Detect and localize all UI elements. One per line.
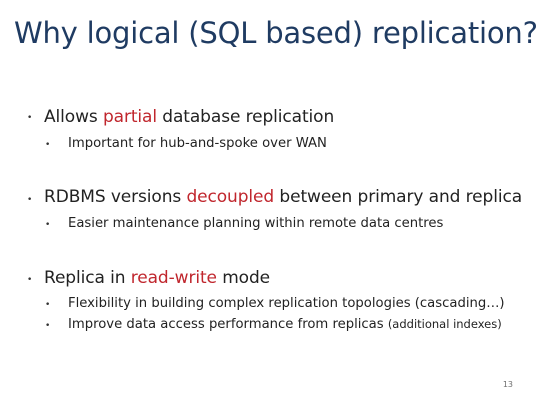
bullet-marker: • (27, 113, 33, 123)
sub-bullet-2-1: Easier maintenance planning within remot… (68, 216, 444, 231)
bullet-2: RDBMS versions decoupled between primary… (44, 187, 523, 207)
sub-bullet-marker: • (45, 300, 51, 310)
bullet-1: Allows partial database replication (44, 107, 335, 127)
sub-bullet-3-2-note: (additional indexes) (387, 317, 502, 331)
sub-bullet-1-1: Important for hub-and-spoke over WAN (68, 136, 327, 151)
slide-title: Why logical (SQL based) replication? (14, 16, 538, 50)
sub-bullet-3-1: Flexibility in building complex replicat… (68, 296, 505, 311)
bullet-marker: • (27, 275, 33, 285)
sub-bullet-marker: • (45, 321, 51, 331)
highlight-decoupled: decoupled (186, 187, 275, 207)
highlight-partial: partial (102, 107, 157, 127)
sub-bullet-3-2: Improve data access performance from rep… (68, 317, 502, 332)
page-number: 13 (502, 380, 513, 389)
bullet-3: Replica in read-write mode (44, 268, 271, 288)
bullet-marker: • (27, 195, 33, 205)
sub-bullet-marker: • (45, 140, 51, 150)
highlight-read-write: read-write (130, 268, 217, 288)
sub-bullet-marker: • (45, 220, 51, 230)
